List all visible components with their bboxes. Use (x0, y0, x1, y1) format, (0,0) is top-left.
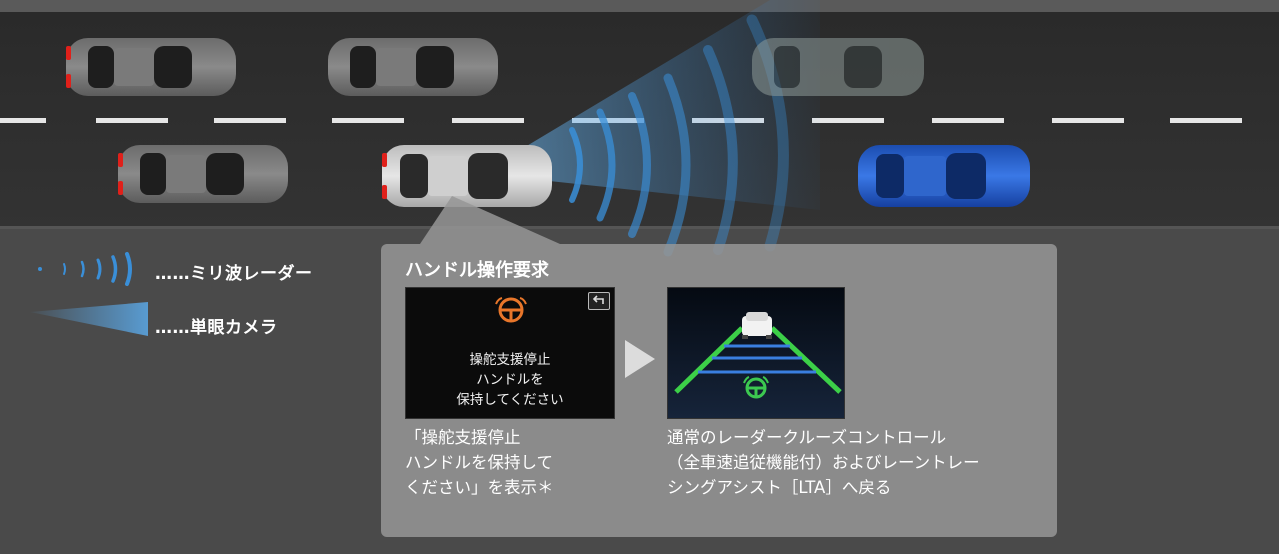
screen-message-line: 操舵支援停止 (469, 352, 551, 368)
road-top-edge (0, 0, 1279, 12)
left-caption-line: 「操舵支援停止 (405, 428, 521, 447)
radar-legend-label: ……ミリ波レーダー (155, 264, 313, 284)
display-steering-request: 操舵支援停止 ハンドルを 保持してください (405, 287, 615, 419)
steering-request-panel: ハンドル操作要求 操舵支援停止 ハンドルを 保持してください (381, 244, 1057, 537)
ego-car (382, 145, 552, 207)
right-caption-line: シングアシスト［LTA］へ戻る (667, 478, 892, 497)
gray-car (66, 38, 236, 96)
right-caption-line: 通常のレーダークルーズコントロール (667, 428, 947, 447)
arrow-right-icon (625, 340, 655, 378)
lead-car (858, 145, 1030, 207)
steering-wheel-icon (743, 376, 769, 399)
right-caption-line: （全車速追従機能付）およびレーントレー (667, 453, 980, 472)
lead-vehicle-icon (742, 312, 772, 339)
road-bottom-edge (0, 226, 1279, 229)
camera-legend-label: ……単眼カメラ (155, 318, 278, 338)
left-caption-line: ハンドルを保持して (405, 453, 554, 472)
lane-guide-lines (674, 326, 842, 394)
back-icon (588, 292, 610, 310)
display-lta-resumed (667, 287, 845, 419)
screen-message-line: 保持してください (456, 392, 564, 408)
camera-beam (520, 0, 820, 210)
screen-message-line: ハンドルを (476, 372, 544, 388)
gray-car (118, 145, 288, 203)
camera-legend-icon (30, 302, 148, 336)
passing-car (752, 38, 924, 96)
steering-wheel-icon (495, 297, 527, 323)
panel-title: ハンドル操作要求 (405, 260, 549, 281)
gray-car (328, 38, 498, 96)
radar-legend-icon (38, 252, 132, 286)
left-caption-line: ください」を表示＊ (405, 478, 554, 497)
radar-waves (569, 14, 789, 257)
callout-pointer (420, 196, 560, 244)
